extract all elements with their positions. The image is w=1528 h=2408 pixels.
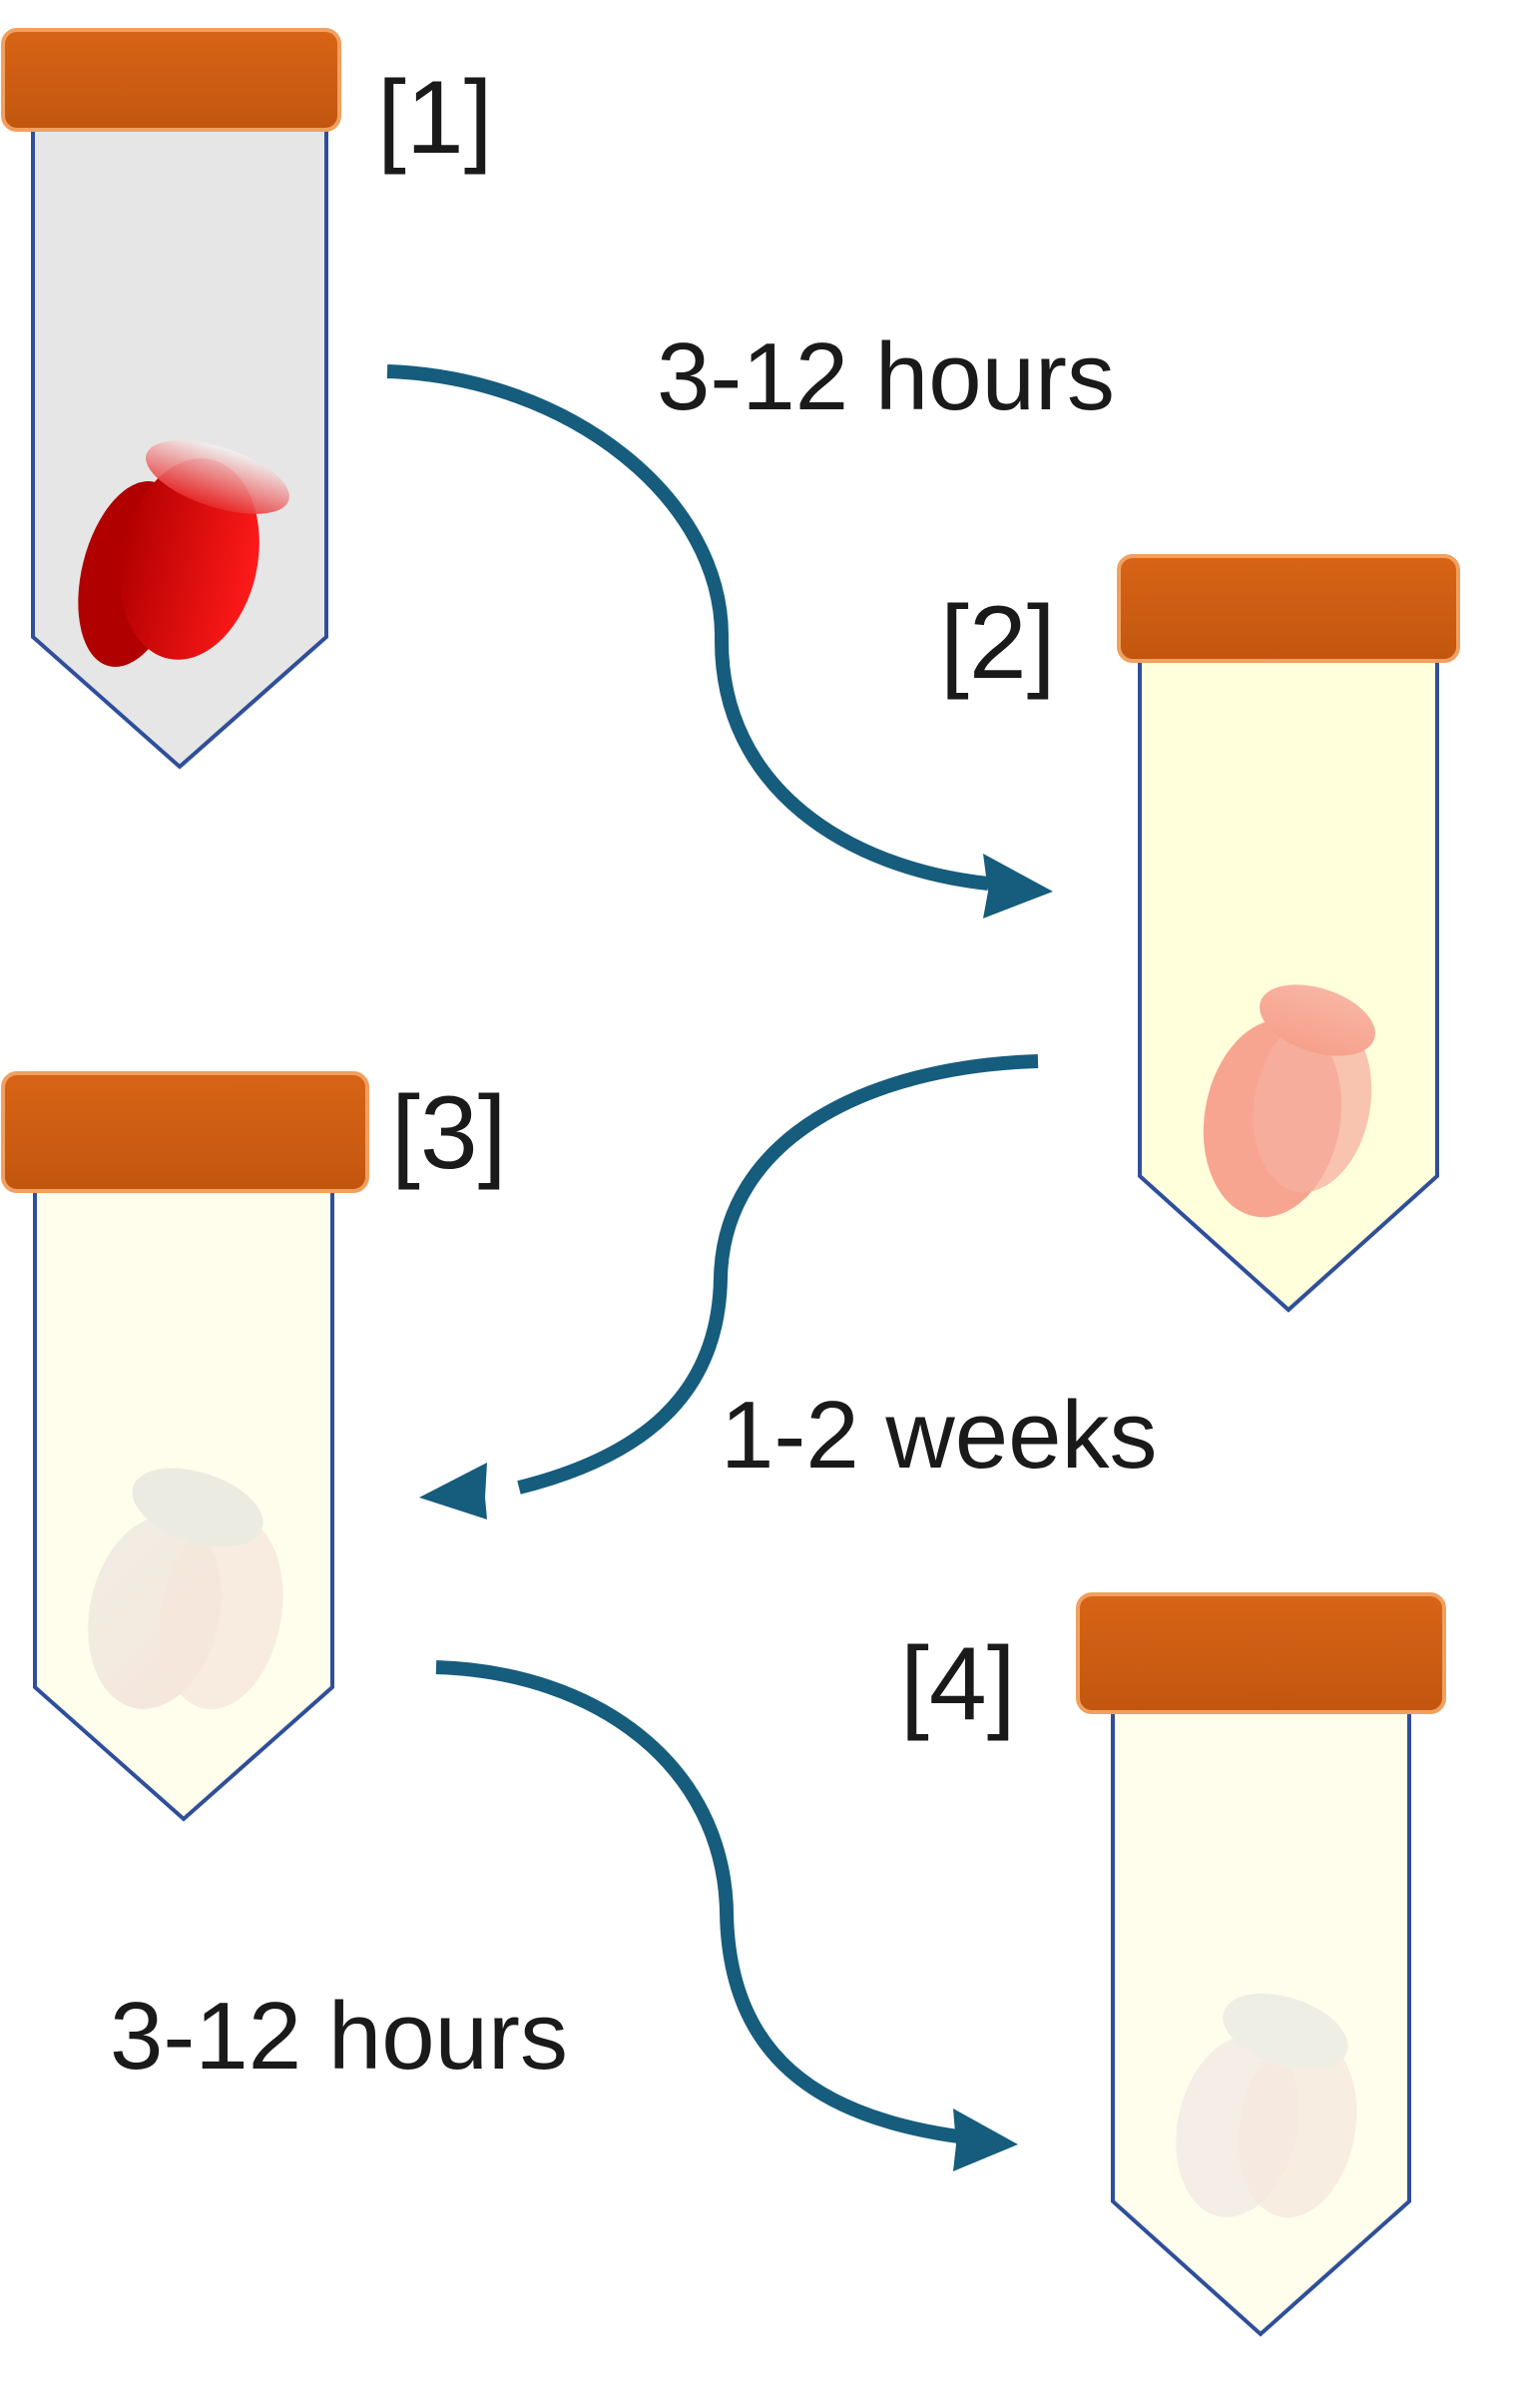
tube-2-body [1138, 652, 1439, 1313]
step-3-duration: 3-12 hours [110, 1983, 568, 2090]
tube-2-sample [1203, 984, 1375, 1218]
tube-1-label: [1] [377, 60, 493, 176]
tube-2-label: [2] [940, 585, 1056, 701]
arrow-1 [386, 364, 1053, 918]
tube-2-cap [1117, 554, 1460, 663]
tube-2 [1117, 554, 1460, 1313]
tube-3-sample [88, 1468, 283, 1710]
tube-4-sample [1176, 1993, 1357, 2218]
tube-1-cap [1, 28, 341, 132]
tube-4 [1076, 1592, 1446, 2337]
arrow-2 [419, 1054, 1039, 1519]
step-1-duration: 3-12 hours [657, 323, 1115, 430]
tube-1 [1, 28, 341, 770]
tube-3-cap [1, 1071, 369, 1193]
tube-3 [1, 1071, 369, 1822]
tube-1-sample [78, 440, 289, 667]
tube-3-label: [3] [391, 1075, 507, 1191]
tube-4-label: [4] [900, 1626, 1016, 1742]
step-2-duration: 1-2 weeks [721, 1382, 1158, 1489]
arrow-3 [435, 1660, 1018, 2171]
tube-4-cap [1076, 1592, 1446, 1714]
